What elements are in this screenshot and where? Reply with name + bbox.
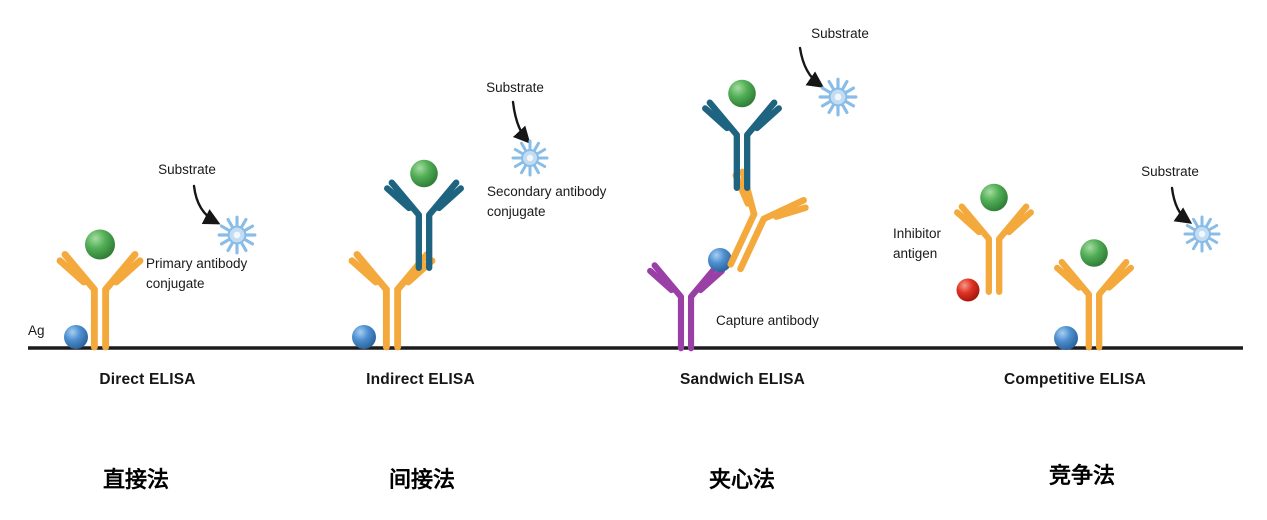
direct-enzyme-ball bbox=[85, 229, 115, 260]
panel-title-zh-sandwich: 夹心法 bbox=[708, 468, 775, 493]
competitive-bound-enzyme-ball bbox=[1080, 239, 1108, 267]
competitive-substrate-burst-icon bbox=[1183, 215, 1221, 253]
panel-title-zh-competitive: 竞争法 bbox=[1048, 464, 1115, 489]
inhibitor-antigen-label-line2: antigen bbox=[893, 246, 938, 261]
primary-antibody-conjugate-label-line1: Primary antibody bbox=[146, 256, 248, 271]
indirect-substrate-burst-icon bbox=[511, 139, 549, 177]
panel-title-indirect: Indirect ELISA bbox=[366, 371, 475, 388]
sandwich-capture-antibody bbox=[650, 265, 722, 348]
panel-title-sandwich: Sandwich ELISA bbox=[679, 371, 806, 388]
competitive-free-enzyme-ball bbox=[980, 183, 1008, 212]
direct-substrate-burst-icon bbox=[217, 215, 257, 255]
substrate-label-competitive: Substrate bbox=[1141, 164, 1199, 179]
panel-title-zh-direct: 直接法 bbox=[102, 468, 169, 493]
capture-antibody-label: Capture antibody bbox=[716, 313, 819, 328]
primary-antibody-conjugate-label-line2: conjugate bbox=[146, 276, 205, 291]
antigen-ag-label: Ag bbox=[28, 323, 45, 338]
panel-title-zh-indirect: 间接法 bbox=[388, 468, 455, 493]
secondary-antibody-conjugate-label-line1: Secondary antibody bbox=[487, 184, 607, 199]
indirect-enzyme-ball bbox=[410, 159, 438, 188]
competitive-substrate-arrow-icon bbox=[1170, 186, 1193, 224]
competitive-free-antibody bbox=[957, 183, 1031, 292]
direct-antigen-ball bbox=[64, 325, 88, 349]
panel-title-competitive: Competitive ELISA bbox=[1003, 371, 1147, 388]
sandwich-enzyme-ball bbox=[728, 79, 756, 108]
secondary-antibody-conjugate-label-line2: conjugate bbox=[487, 204, 546, 219]
direct-primary-antibody bbox=[60, 229, 140, 348]
panel-title-direct: Direct ELISA bbox=[99, 371, 196, 388]
indirect-antigen-ball bbox=[352, 325, 376, 349]
sandwich-substrate-burst-icon bbox=[818, 77, 858, 117]
substrate-label-direct: Substrate bbox=[158, 162, 216, 177]
direct-substrate-arrow-icon bbox=[192, 184, 221, 225]
indirect-secondary-antibody bbox=[387, 159, 461, 268]
sandwich-antigen-ball bbox=[708, 248, 732, 272]
sandwich-substrate-arrow-icon bbox=[798, 46, 825, 88]
competitive-bound-antibody bbox=[1057, 239, 1131, 347]
competitive-inhibitor-antigen-ball bbox=[956, 278, 980, 302]
substrate-label-sandwich: Substrate bbox=[811, 26, 869, 41]
substrate-label-indirect: Substrate bbox=[486, 80, 544, 95]
competitive-antigen-ball bbox=[1054, 326, 1078, 350]
sandwich-secondary-antibody bbox=[705, 79, 779, 188]
indirect-substrate-arrow-icon bbox=[511, 100, 531, 144]
inhibitor-antigen-label-line1: Inhibitor bbox=[893, 226, 942, 241]
